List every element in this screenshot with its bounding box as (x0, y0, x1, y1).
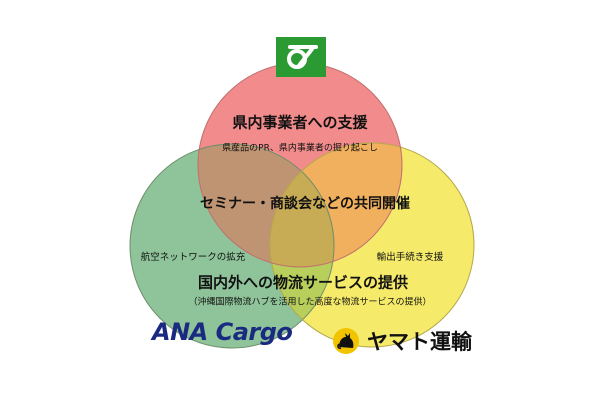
bottom-subtitle: （沖縄国際物流ハブを活用した高度な物流サービスの提供） (188, 297, 432, 308)
prefecture-emblem-icon (276, 37, 326, 77)
top-circle-subtitle: 県産品のPR、県内事業者の掘り起こし (222, 143, 378, 154)
black-cat-icon (333, 328, 359, 354)
ana-cargo-logo: ANA Cargo (152, 318, 293, 346)
left-circle-label: 航空ネットワークの拡充 (140, 252, 246, 263)
center-label: セミナー・商談会などの共同開催 (200, 196, 410, 212)
yamato-logo: ヤマト運輸 (331, 326, 472, 356)
right-circle-label: 輸出手続き支援 (376, 252, 444, 263)
top-circle-title: 県内事業者への支援 (232, 113, 368, 132)
yamato-logo-text: ヤマト運輸 (367, 330, 472, 354)
bottom-title: 国内外への物流サービスの提供 (197, 273, 409, 292)
